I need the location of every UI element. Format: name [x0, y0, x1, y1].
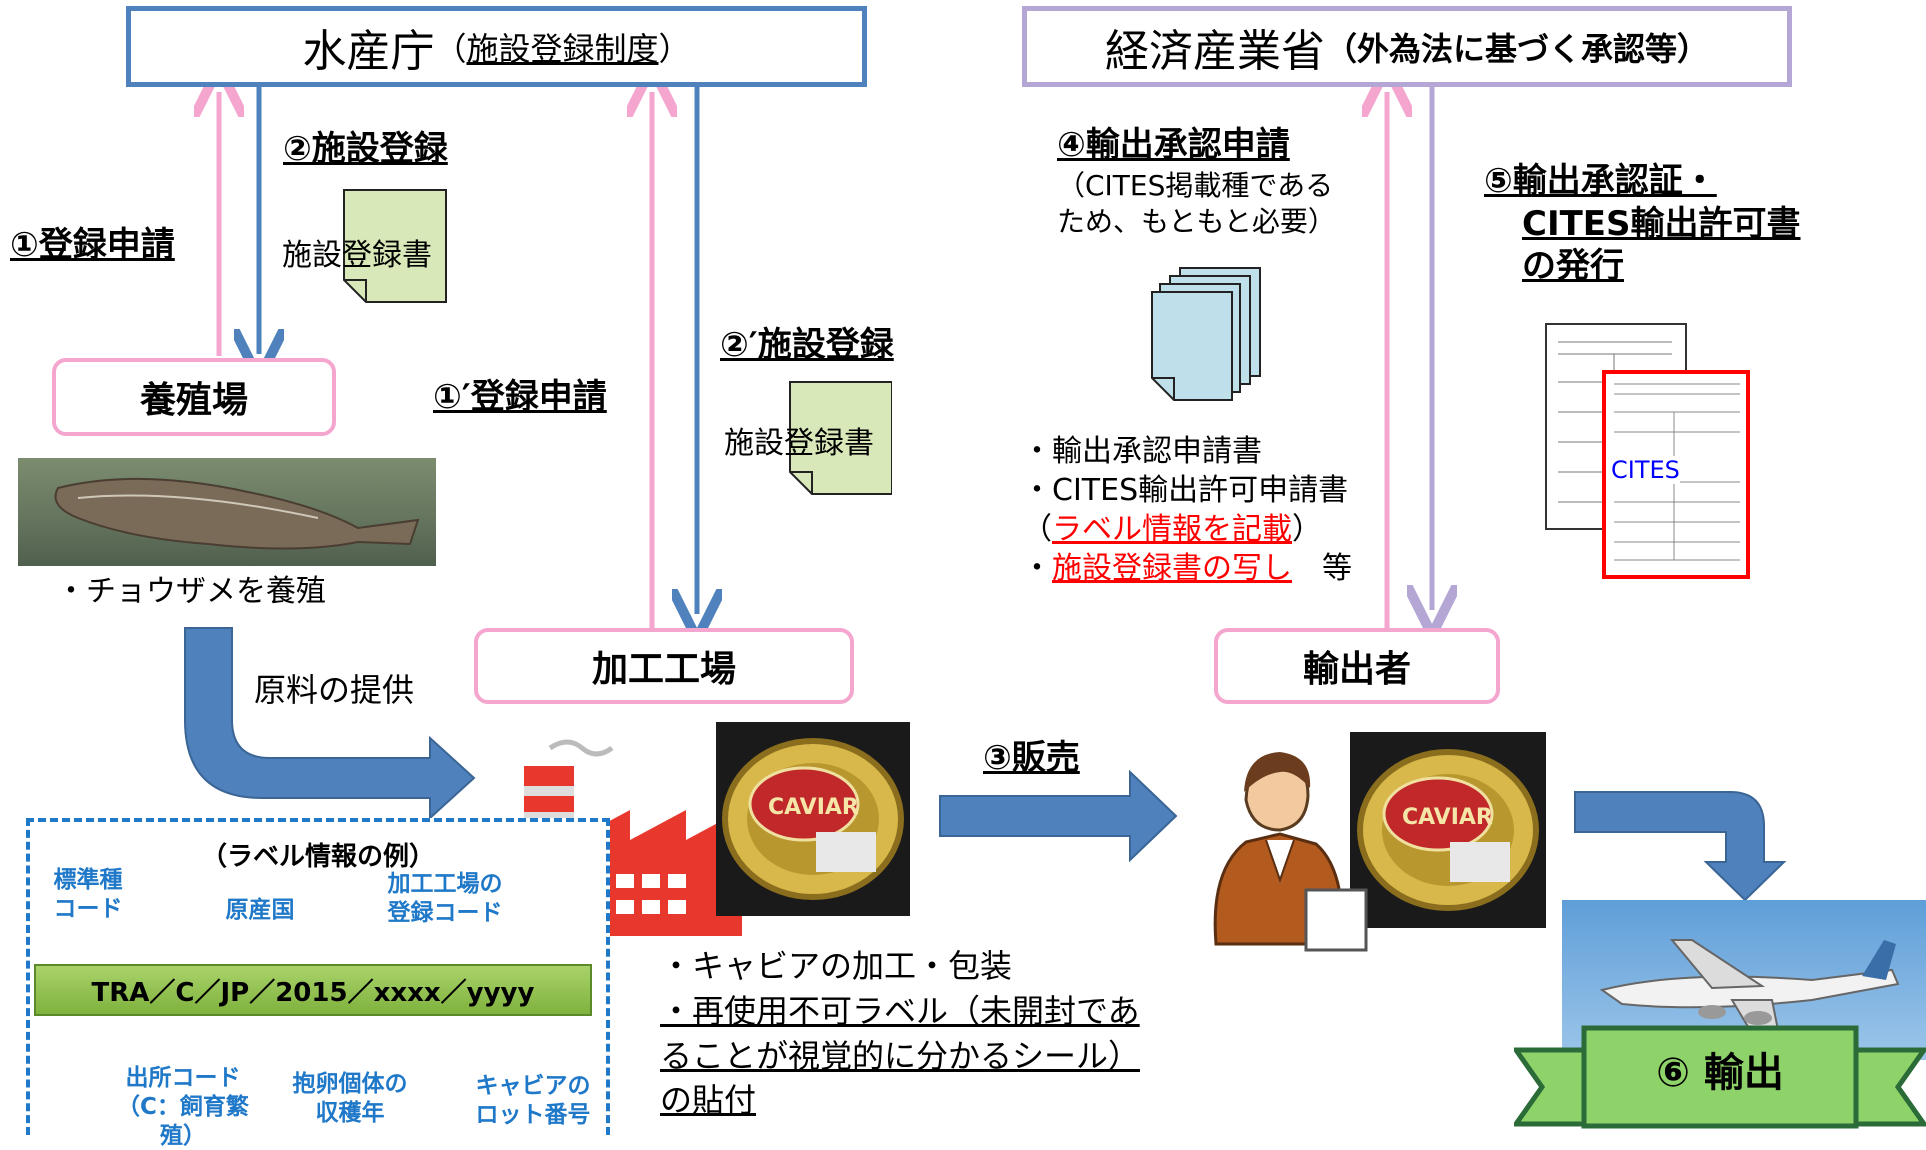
export-docs-list: ・輸出承認申請書 ・CITES輸出許可申請書 （ラベル情報を記載） ・施設登録書…: [1022, 432, 1352, 588]
cites-label: CITES: [1611, 456, 1680, 484]
export-bent-arrow: [1574, 791, 1787, 902]
label-code-bar: TRA／C／JP／2015／xxxx／yyyy: [34, 964, 592, 1016]
svg-text:CAVIAR: CAVIAR: [768, 795, 859, 820]
certificate-doc-icon: [1545, 323, 1750, 579]
label-bottom-harvest: 抱卵個体の収穫年: [292, 1071, 408, 1126]
step-6-label: ⑥ 輸出: [1656, 1050, 1784, 1096]
step-4-note-line2: ため、もともと必要）: [1057, 205, 1336, 239]
sale-arrow: [939, 769, 1178, 863]
step-2p-label: ②′施設登録: [720, 325, 894, 365]
label-info-note: ラベル情報を記載: [1052, 512, 1292, 547]
step-5-line1: ⑤輸出承認証・: [1484, 161, 1717, 201]
fish-farm-box: 養殖場: [52, 358, 336, 436]
caviar-tin-photo-2: CAVIAR: [1350, 732, 1546, 928]
factory-note-2: ・再使用不可ラベル（未開封であ: [660, 991, 1140, 1030]
facility-cert-doc-2: 施設登録書: [722, 380, 892, 496]
label-top-species: 標準種コード: [53, 867, 123, 922]
supply-label: 原料の提供: [254, 671, 415, 709]
fisheries-agency-name: 水産庁: [302, 25, 435, 77]
label-bottom-source: 出所コード（C：飼育繁殖）: [117, 1065, 249, 1149]
caviar-tin-photo: CAVIAR: [716, 722, 910, 916]
supply-bent-arrow: [184, 627, 476, 821]
cert-suffix-2: 登録書: [784, 426, 874, 461]
cert-copy-note: 施設登録書の写し: [1052, 551, 1292, 586]
farm-note: ・チョウザメを養殖: [56, 574, 326, 609]
meti-box: 経済産業省 （外為法に基づく承認等）: [1022, 6, 1792, 87]
fisheries-sub-close: ）: [658, 29, 691, 68]
document-stack-icon: [1151, 267, 1261, 401]
step-1-label: ①登録申請: [10, 225, 175, 265]
factory-label: 加工工場: [591, 649, 736, 690]
label-bottom-lot: キャビアのロット番号: [475, 1073, 591, 1128]
step-5-line2: CITES輸出許可書: [1522, 203, 1801, 244]
export-doc-1: ・輸出承認申請書: [1022, 434, 1262, 469]
cert-prefix-2: 施設: [724, 426, 784, 461]
fisheries-sub-open: （: [434, 29, 467, 68]
step-5-label: ⑤輸出承認証・ CITES輸出許可書 の発行: [1484, 160, 1801, 288]
sturgeon-photo: [18, 458, 436, 566]
fisheries-agency-box: 水産庁 （ 施設登録制度 ）: [126, 6, 867, 87]
processing-factory-box: 加工工場: [474, 628, 854, 704]
exporter-label: 輸出者: [1302, 649, 1411, 690]
export-doc-4: ・施設登録書の写し 等: [1022, 551, 1352, 586]
label-code-text: TRA／C／JP／2015／xxxx／yyyy: [91, 977, 535, 1008]
step-1p-label: ①′登録申請: [433, 377, 607, 417]
cert-prefix-1: 施設: [282, 238, 342, 273]
fish-farm-label: 養殖場: [139, 380, 248, 421]
factory-note-3: ることが視覚的に分かるシール）: [660, 1036, 1141, 1075]
cert-suffix-1: 登録書: [342, 238, 432, 273]
exporter-box: 輸出者: [1214, 628, 1500, 704]
step-4-note-line1: （CITES掲載種である: [1057, 169, 1334, 202]
step-5-line3: の発行: [1522, 246, 1624, 286]
export-doc-3: （ラベル情報を記載）: [1022, 512, 1322, 547]
businessman-icon: [1213, 752, 1368, 952]
label-example-title: （ラベル情報の例）: [200, 842, 435, 872]
factory-notes: ・キャビアの加工・包装 ・再使用不可ラベル（未開封であ ることが視覚的に分かるシ…: [660, 944, 1140, 1123]
step-4-note: （CITES掲載種である ため、もともと必要）: [1057, 168, 1336, 241]
label-top-factory: 加工工場の登録コード: [387, 871, 503, 926]
label-top-origin: 原産国: [225, 897, 295, 923]
fisheries-sub: 施設登録制度: [466, 29, 659, 68]
meti-sub: （外為法に基づく承認等）: [1324, 29, 1709, 68]
step-3-label: ③販売: [983, 738, 1080, 778]
step-2-label: ②施設登録: [283, 129, 448, 169]
export-ribbon: [1514, 1025, 1926, 1129]
export-doc-2: ・CITES輸出許可申請書: [1022, 473, 1349, 508]
step-4-label: ④輸出承認申請: [1057, 125, 1290, 165]
meti-name: 経済産業省: [1104, 25, 1325, 77]
factory-note-1: ・キャビアの加工・包装: [660, 947, 1013, 985]
svg-text:CAVIAR: CAVIAR: [1402, 805, 1493, 830]
facility-cert-doc-1: 施設登録書: [280, 188, 450, 304]
factory-note-4: の貼付: [660, 1081, 757, 1120]
